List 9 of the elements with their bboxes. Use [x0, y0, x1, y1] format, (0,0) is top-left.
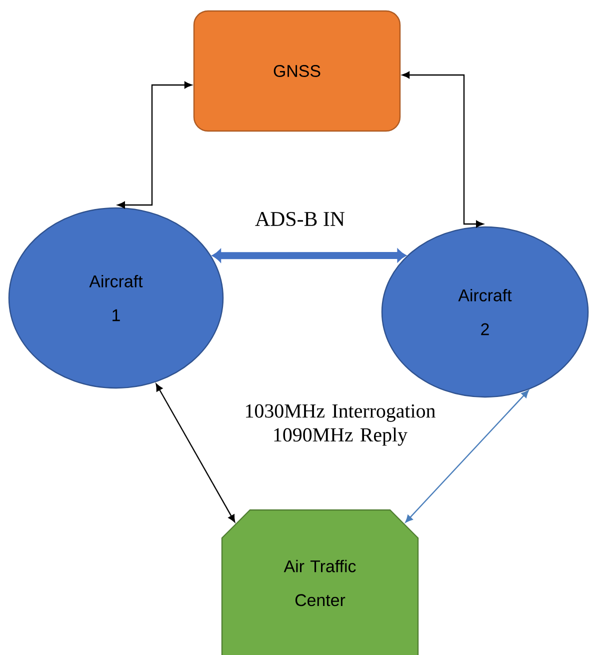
- process-box: GNSS: [193, 10, 401, 132]
- arrow: [118, 82, 192, 208]
- arrow: [402, 72, 484, 228]
- arrow: [156, 384, 236, 522]
- frequency-note: 1030MHz Interrogation 1090MHz Reply: [246, 404, 436, 446]
- center-box: Air Traffic Center: [221, 509, 419, 655]
- arrow: [212, 249, 406, 262]
- arrow: [405, 390, 529, 523]
- edge-label: ADS-B IN: [254, 210, 346, 228]
